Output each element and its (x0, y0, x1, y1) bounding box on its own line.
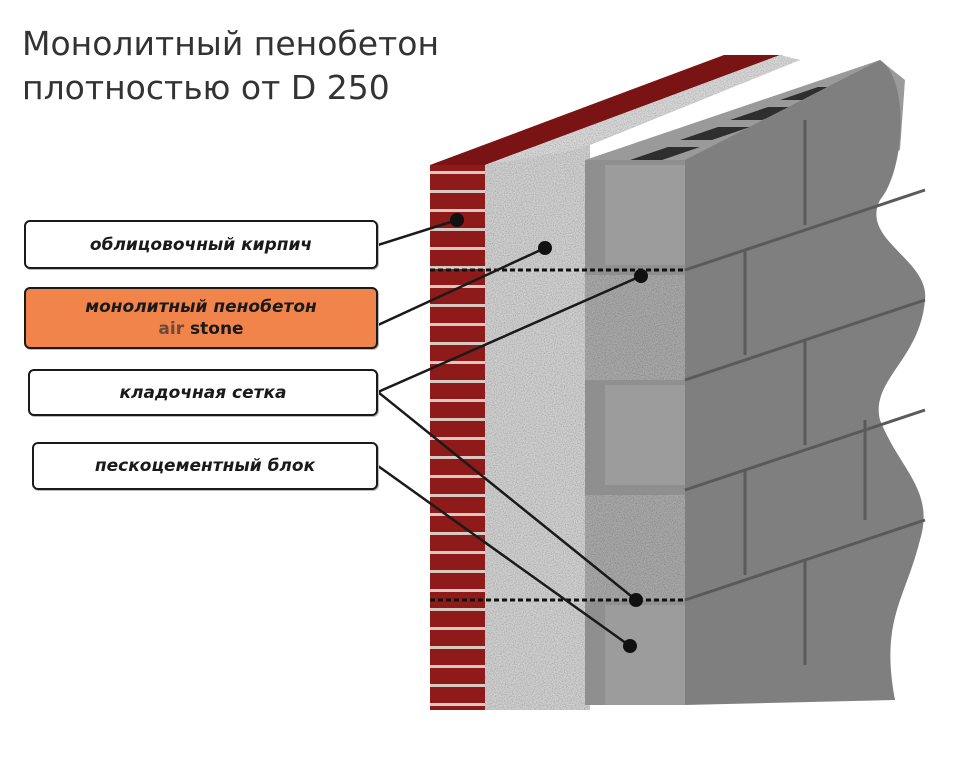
brand-stone: stone (190, 319, 244, 339)
mesh-dot-bottom (629, 593, 643, 607)
title-line-2: плотностью от D 250 (22, 68, 390, 107)
label-foam-concrete-text: монолитный пенобетон (85, 297, 317, 317)
label-foam-concrete: монолитный пенобетон air stone (24, 287, 378, 349)
label-facing-brick-text: облицовочный кирпич (89, 234, 313, 255)
foam-dot (538, 241, 552, 255)
sand-cement-block-layer (430, 60, 926, 705)
diagram-title: Монолитный пенобетон плотностью от D 250 (22, 22, 439, 110)
brick-dot (450, 213, 464, 227)
title-line-1: Монолитный пенобетон (22, 24, 440, 63)
label-masonry-mesh-text: кладочная сетка (119, 382, 287, 403)
foam-concrete-layer (485, 55, 800, 710)
brand-air: air (158, 319, 185, 339)
label-sand-cement-block-text: пескоцементный блок (94, 456, 316, 476)
brand-name: air stone (158, 319, 243, 339)
leader-dots (450, 213, 648, 653)
block-dot (623, 639, 637, 653)
label-masonry-mesh: кладочная сетка (28, 369, 378, 416)
label-facing-brick: облицовочный кирпич (24, 220, 378, 269)
mesh-dot-top (634, 269, 648, 283)
leader-lines (377, 218, 642, 648)
label-sand-cement-block: пескоцементный блок (32, 442, 378, 490)
